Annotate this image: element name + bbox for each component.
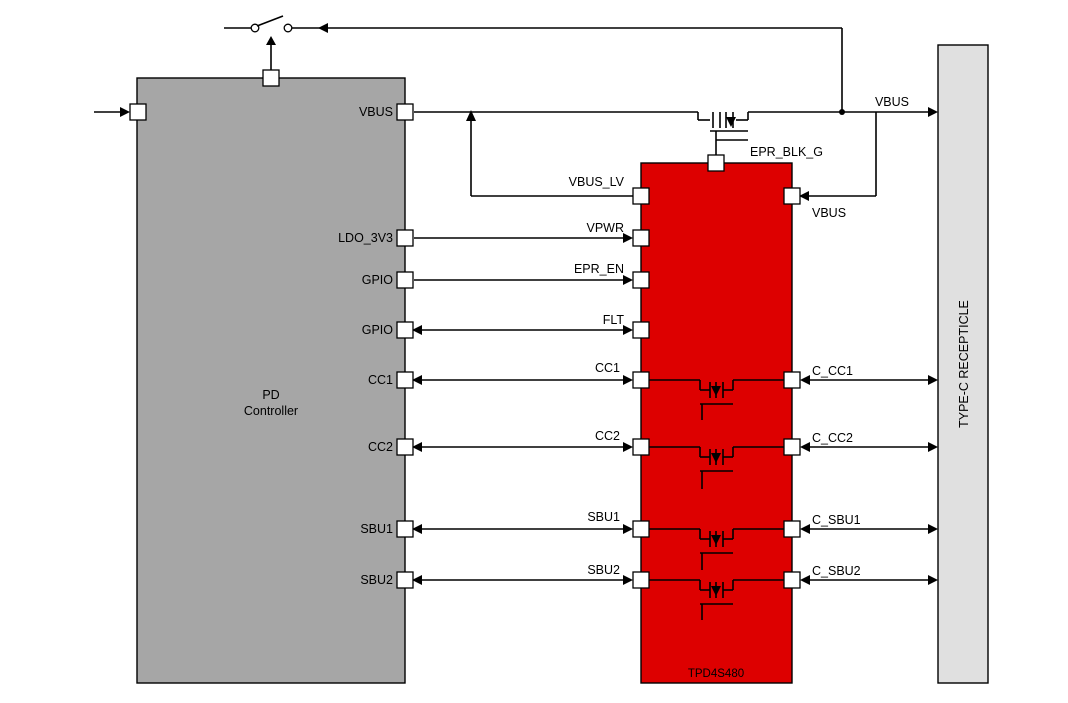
sbu1-wire [412,524,633,534]
tpd-pin-cc2-label: CC2 [595,429,620,443]
pd-pin-ldo [396,229,414,247]
pd-pin-cc1 [396,371,414,389]
pd-pin-gpio-2 [396,321,414,339]
epr-blk-g-pin [707,154,725,172]
c-sbu1-wire [800,524,938,534]
fet-cc2 [649,446,784,489]
vbus-line: VBUS [414,95,938,121]
vbus-lv-wire [466,110,634,197]
tpd-pin-vbus-label: VBUS [812,206,846,220]
tpd-pin-cc1-label: CC1 [595,361,620,375]
cc1-wire [412,375,633,385]
tpd-pin-epr-en [632,271,650,289]
pd-pin-gpio-2-label: GPIO [362,323,394,337]
blocking-fet [710,112,748,155]
tpd-pin-flt [632,321,650,339]
gpio-flt-wire [412,325,633,335]
pd-pin-ldo-label: LDO_3V3 [338,231,393,245]
tpd-pin-c-sbu1 [783,520,801,538]
tpd-pin-flt-label: FLT [603,313,625,327]
tpd-pin-c-cc1-label: C_CC1 [812,364,853,378]
pd-pin-vbus [396,103,414,121]
pd-input-arrow [94,107,130,117]
tpd-pin-c-cc2 [783,438,801,456]
tpd-pin-c-cc1 [783,371,801,389]
c-sbu2-wire [800,575,938,585]
tpd-pin-vpwr [632,229,650,247]
pd-pin-sbu1-label: SBU1 [360,522,393,536]
tpd-pin-c-sbu1-label: C_SBU1 [812,513,861,527]
fet-sbu2 [649,579,784,620]
vbus-line-label: VBUS [875,95,909,109]
type-c-receptacle-block [937,44,989,684]
pd-pin-gpio-1 [396,271,414,289]
tpd-pin-cc2 [632,438,650,456]
tpd-pin-c-cc2-label: C_CC2 [812,431,853,445]
tpd-pin-vbus-lv-label: VBUS_LV [569,175,625,189]
tpd-pin-vpwr-label: VPWR [587,221,625,235]
epr-blk-g-label: EPR_BLK_G [750,145,823,159]
tpd-pin-sbu1-label: SBU1 [587,510,620,524]
pd-pin-sbu2 [396,571,414,589]
type-c-receptacle-label: TYPE-C RECEPTICLE [957,300,971,428]
tpd-pin-c-sbu2-label: C_SBU2 [812,564,861,578]
pd-pin-gpio-1-label: GPIO [362,273,394,287]
pd-pin-vbus-label: VBUS [359,105,393,119]
tpd-pin-cc1 [632,371,650,389]
ldo-vpwr-wire [414,233,633,243]
tpd-pin-c-sbu2 [783,571,801,589]
tpd-pin-sbu2-label: SBU2 [587,563,620,577]
fet-sbu1 [649,528,784,570]
pd-pin-sbu1 [396,520,414,538]
tpd4s480-block [640,162,793,684]
tpd4s480-label: TPD4S480 [688,668,744,680]
tpd-pin-epr-en-label: EPR_EN [574,262,624,276]
tpd-pin-vbus-lv [632,187,650,205]
pd-controller-label-1: PD [262,388,279,402]
pd-pin-cc2-label: CC2 [368,440,393,454]
pd-controller-label-2: Controller [244,404,298,418]
c-cc1-wire [800,375,938,385]
pd-left-pin [129,103,147,121]
fet-cc1 [649,379,784,420]
tpd-vbus-wire [799,112,877,201]
pd-pin-cc1-label: CC1 [368,373,393,387]
pd-controller-block [136,77,406,684]
tpd-pin-sbu1 [632,520,650,538]
pd-top-pin [262,69,280,87]
pd-pin-sbu2-label: SBU2 [360,573,393,587]
cc2-wire [412,442,633,452]
sbu2-wire [412,575,633,585]
top-switch [224,15,845,115]
pd-pin-cc2 [396,438,414,456]
gpio-epr-en-wire [414,275,633,285]
tpd-pin-vbus [783,187,801,205]
tpd-pin-sbu2 [632,571,650,589]
c-cc2-wire [800,442,938,452]
